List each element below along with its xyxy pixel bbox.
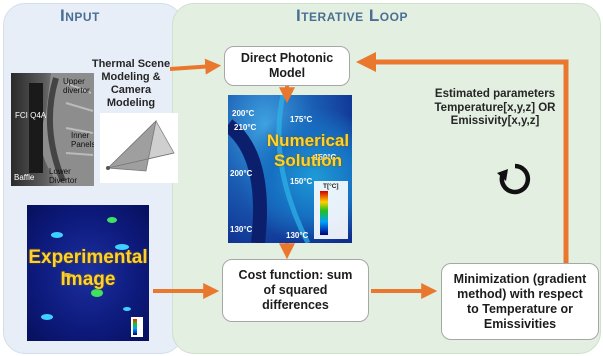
- temp-label-4: 150°C: [314, 153, 337, 162]
- fci-label: FCI Q4A: [15, 111, 47, 120]
- temp-label-5: 200°C: [230, 169, 253, 178]
- arrow-left-icon: [356, 52, 569, 263]
- experimental-image: [27, 205, 149, 341]
- temp-label-6: 130°C: [230, 225, 253, 234]
- camera-frustum-graphic: [106, 119, 175, 172]
- colorbar-label: T[°C]: [323, 183, 339, 190]
- upper-divertor-label: Upper divertor: [63, 77, 90, 95]
- minimization-text: Minimization (gradient method) with resp…: [453, 271, 587, 331]
- temp-label-3: 210°C: [234, 123, 257, 132]
- cost-function-box: Cost function: sum of squared difference…: [222, 259, 369, 322]
- loop-refresh-icon: [497, 163, 531, 195]
- inner-panels-label: Inner Panels: [71, 131, 94, 149]
- experimental-image-graphic: [41, 217, 143, 337]
- temp-label-1: 175°C: [290, 115, 313, 124]
- direct-photonic-model-text: Direct Photonic Model: [240, 51, 334, 80]
- iterative-loop-title: Iterative Loop: [296, 6, 408, 25]
- estimated-parameters-label: Estimated parameters Temperature[x,y,z] …: [434, 88, 556, 127]
- temp-label-7: 130°C: [286, 231, 309, 240]
- temp-label-2: 200°C: [232, 109, 255, 118]
- temp-label-8: 150°C: [290, 177, 313, 186]
- arrow-right-icon: [169, 58, 222, 75]
- cost-function-text: Cost function: sum of squared difference…: [238, 268, 353, 312]
- baffle-label: Baffle: [14, 173, 35, 182]
- lower-divertor-label: Lower Divertor: [49, 167, 78, 185]
- numerical-solution-title: Numerical Solution: [266, 131, 350, 170]
- thermal-scene-modeling-label: Thermal Scene Modeling & Camera Modeling: [91, 58, 171, 109]
- experimental-image-title: Experimental Image: [28, 247, 148, 290]
- camera-modeling-diagram: [100, 113, 178, 183]
- input-title: Input: [60, 6, 100, 25]
- numerical-solution-graphic: [228, 95, 348, 243]
- tokamak-photo: Upper divertor FCI Q4A Inner Panels Lowe…: [11, 73, 94, 186]
- tokamak-photo-graphic: [29, 73, 94, 186]
- direct-photonic-model-box: Direct Photonic Model: [224, 46, 350, 86]
- minimization-box: Minimization (gradient method) with resp…: [441, 263, 599, 340]
- numerical-solution-image: 175°C 200°C 210°C 150°C 200°C 130°C 130°…: [228, 95, 352, 243]
